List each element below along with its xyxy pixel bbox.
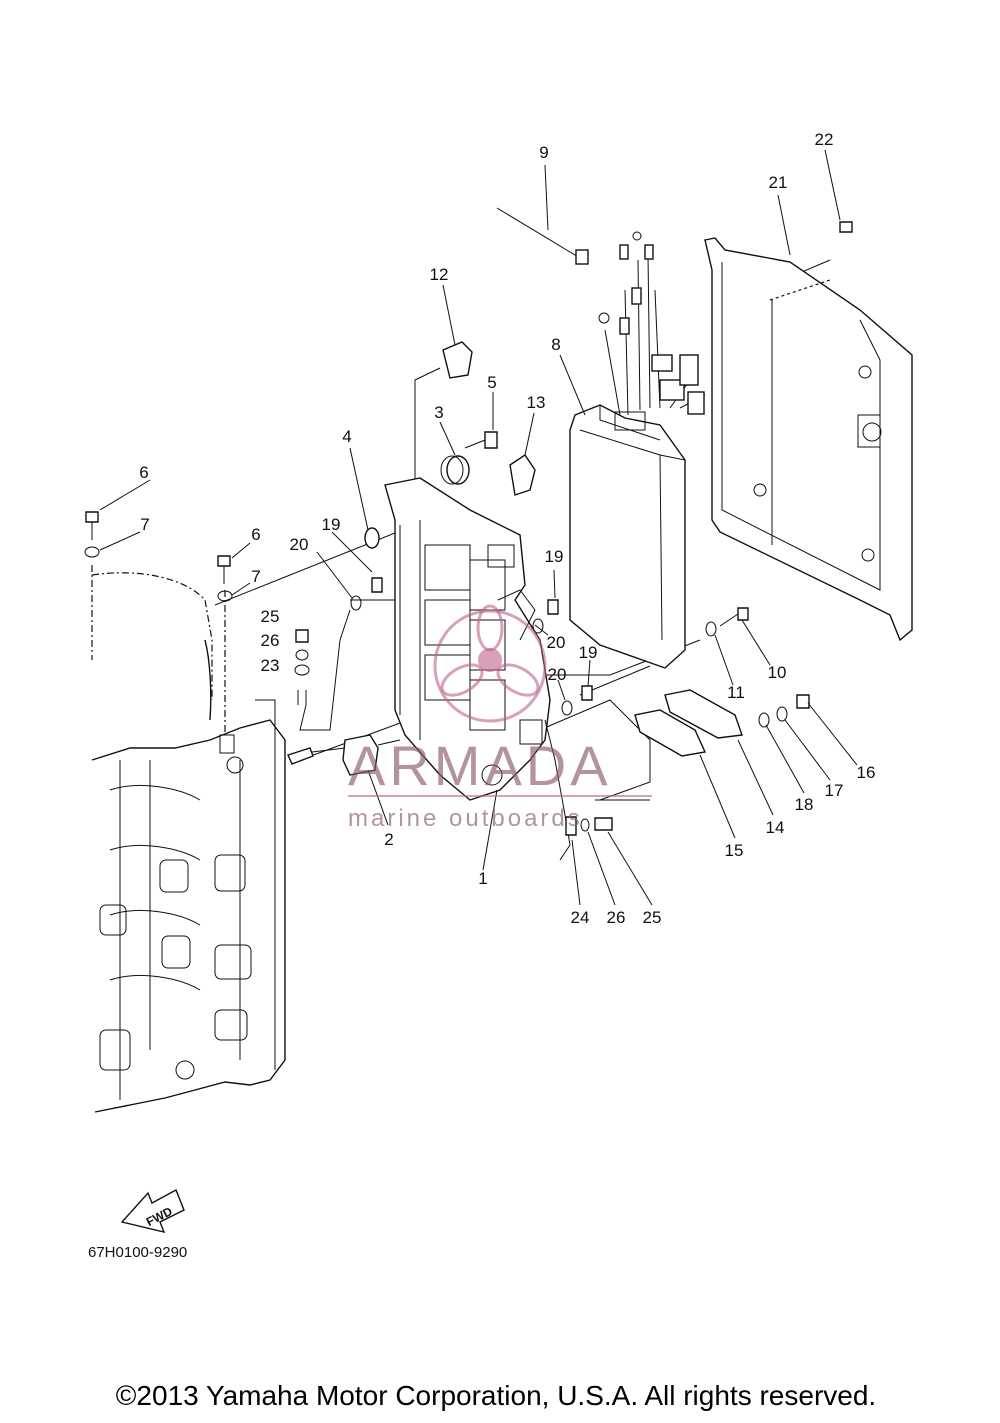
- callout-26a: 26: [261, 631, 280, 650]
- callout-2: 2: [384, 830, 393, 849]
- callout-16: 16: [857, 763, 876, 782]
- watermark: ARMADA marine outboards: [348, 604, 652, 832]
- callout-15: 15: [725, 841, 744, 860]
- callout-6a: 6: [139, 463, 148, 482]
- callout-23: 23: [261, 656, 280, 675]
- callout-26b: 26: [607, 908, 626, 927]
- callout-4: 4: [342, 427, 351, 446]
- callout-7a: 7: [140, 515, 149, 534]
- callout-19c: 19: [579, 643, 598, 662]
- watermark-tagline: marine outboards: [348, 805, 583, 832]
- callout-12: 12: [430, 265, 449, 284]
- callout-18: 18: [795, 795, 814, 814]
- cover: [704, 237, 913, 642]
- watermark-brand: ARMADA: [348, 734, 612, 797]
- callout-19b: 19: [545, 547, 564, 566]
- callout-11: 11: [727, 683, 745, 702]
- callout-25a: 25: [261, 607, 280, 626]
- bracket-plate: [384, 477, 551, 801]
- callout-19a: 19: [322, 515, 341, 534]
- callout-numbers: 1 2 3 4 5 6 6 7 7 8 9 10 11 12 13 14 15 …: [139, 130, 875, 927]
- copyright-notice: ©2013 Yamaha Motor Corporation, U.S.A. A…: [116, 1380, 876, 1411]
- callout-22: 22: [815, 130, 834, 149]
- drawing-number: 67H0100-9290: [88, 1244, 187, 1261]
- cylinder-block: [91, 572, 286, 1113]
- fasteners: [84, 207, 853, 861]
- callout-1: 1: [478, 869, 487, 888]
- callout-17: 17: [825, 781, 844, 800]
- callout-20a: 20: [290, 535, 309, 554]
- callout-13: 13: [527, 393, 546, 412]
- callout-9: 9: [539, 143, 548, 162]
- callout-7b: 7: [251, 567, 260, 586]
- wiring-harness: [598, 231, 706, 416]
- callout-21: 21: [769, 173, 788, 192]
- callout-20b: 20: [547, 633, 566, 652]
- callout-20c: 20: [548, 665, 567, 684]
- callout-14: 14: [766, 818, 785, 837]
- callout-6b: 6: [251, 525, 260, 544]
- callout-25b: 25: [643, 908, 662, 927]
- propeller-logo: [433, 604, 547, 723]
- callout-24: 24: [571, 908, 590, 927]
- callout-10: 10: [768, 663, 787, 682]
- callout-5: 5: [487, 373, 496, 392]
- fwd-arrow-icon: FWD: [120, 1189, 185, 1233]
- leader-lines: [99, 149, 858, 906]
- callout-3: 3: [434, 403, 443, 422]
- callout-8: 8: [551, 335, 560, 354]
- control-unit: [569, 404, 686, 669]
